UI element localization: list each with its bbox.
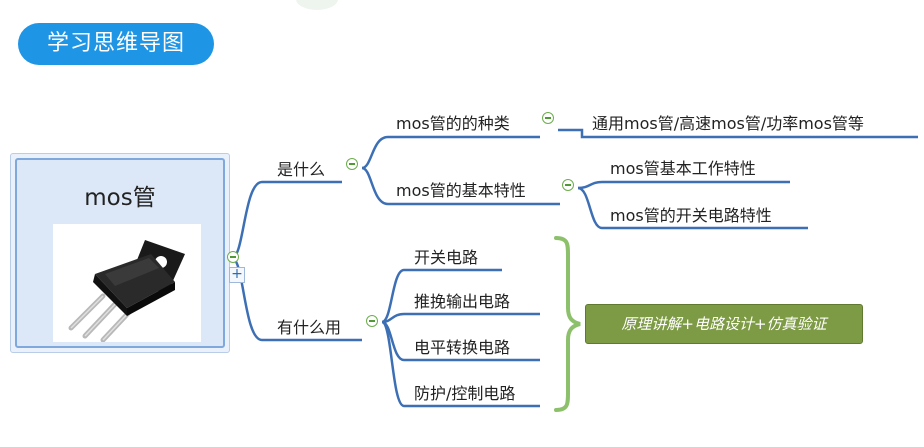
link-use-c4 xyxy=(380,320,540,408)
leaf-basic-characteristics[interactable]: mos管基本工作特性 xyxy=(610,159,756,178)
node-mos-properties-collapse-icon[interactable] xyxy=(562,179,574,191)
branch-use-collapse-icon[interactable] xyxy=(366,315,378,327)
link-root-what xyxy=(231,180,342,260)
link-props-leaf1 xyxy=(577,180,790,190)
branch-what[interactable]: 是什么 xyxy=(277,160,326,179)
root-node[interactable]: mos管 xyxy=(10,153,230,353)
branch-use[interactable]: 有什么用 xyxy=(277,318,342,337)
summary-brace xyxy=(554,236,581,412)
link-what-types xyxy=(361,135,540,170)
node-mos-types[interactable]: mos管的的种类 xyxy=(396,114,510,133)
use-protection-control-circuit[interactable]: 防护/控制电路 xyxy=(414,384,516,403)
leaf-switching-characteristics[interactable]: mos管的开关电路特性 xyxy=(610,206,772,225)
branch-what-collapse-icon[interactable] xyxy=(346,158,358,170)
link-types-leaf xyxy=(558,128,918,139)
node-mos-types-collapse-icon[interactable] xyxy=(542,112,554,124)
link-use-c1 xyxy=(381,268,502,324)
mosfet-image xyxy=(53,224,201,343)
expand-plus-icon[interactable]: + xyxy=(229,267,245,283)
leaf-mos-type-list[interactable]: 通用mos管/高速mos管/功率mos管等 xyxy=(592,114,864,133)
use-level-shift-circuit[interactable]: 电平转换电路 xyxy=(414,338,511,357)
node-mos-properties[interactable]: mos管的基本特性 xyxy=(396,181,526,200)
link-use-c2 xyxy=(381,312,540,324)
watermark-fragment xyxy=(296,0,338,10)
page-title: 学习思维导图 xyxy=(18,23,214,65)
root-node-inner: mos管 xyxy=(15,158,225,348)
link-props-leaf2 xyxy=(577,186,808,230)
link-what-props xyxy=(361,166,560,206)
summary-node[interactable]: 原理讲解+电路设计+仿真验证 xyxy=(585,304,863,344)
root-collapse-icon[interactable] xyxy=(227,251,239,263)
root-node-label: mos管 xyxy=(84,185,156,211)
use-push-pull-circuit[interactable]: 推挽输出电路 xyxy=(414,292,511,311)
use-switch-circuit[interactable]: 开关电路 xyxy=(414,248,479,267)
